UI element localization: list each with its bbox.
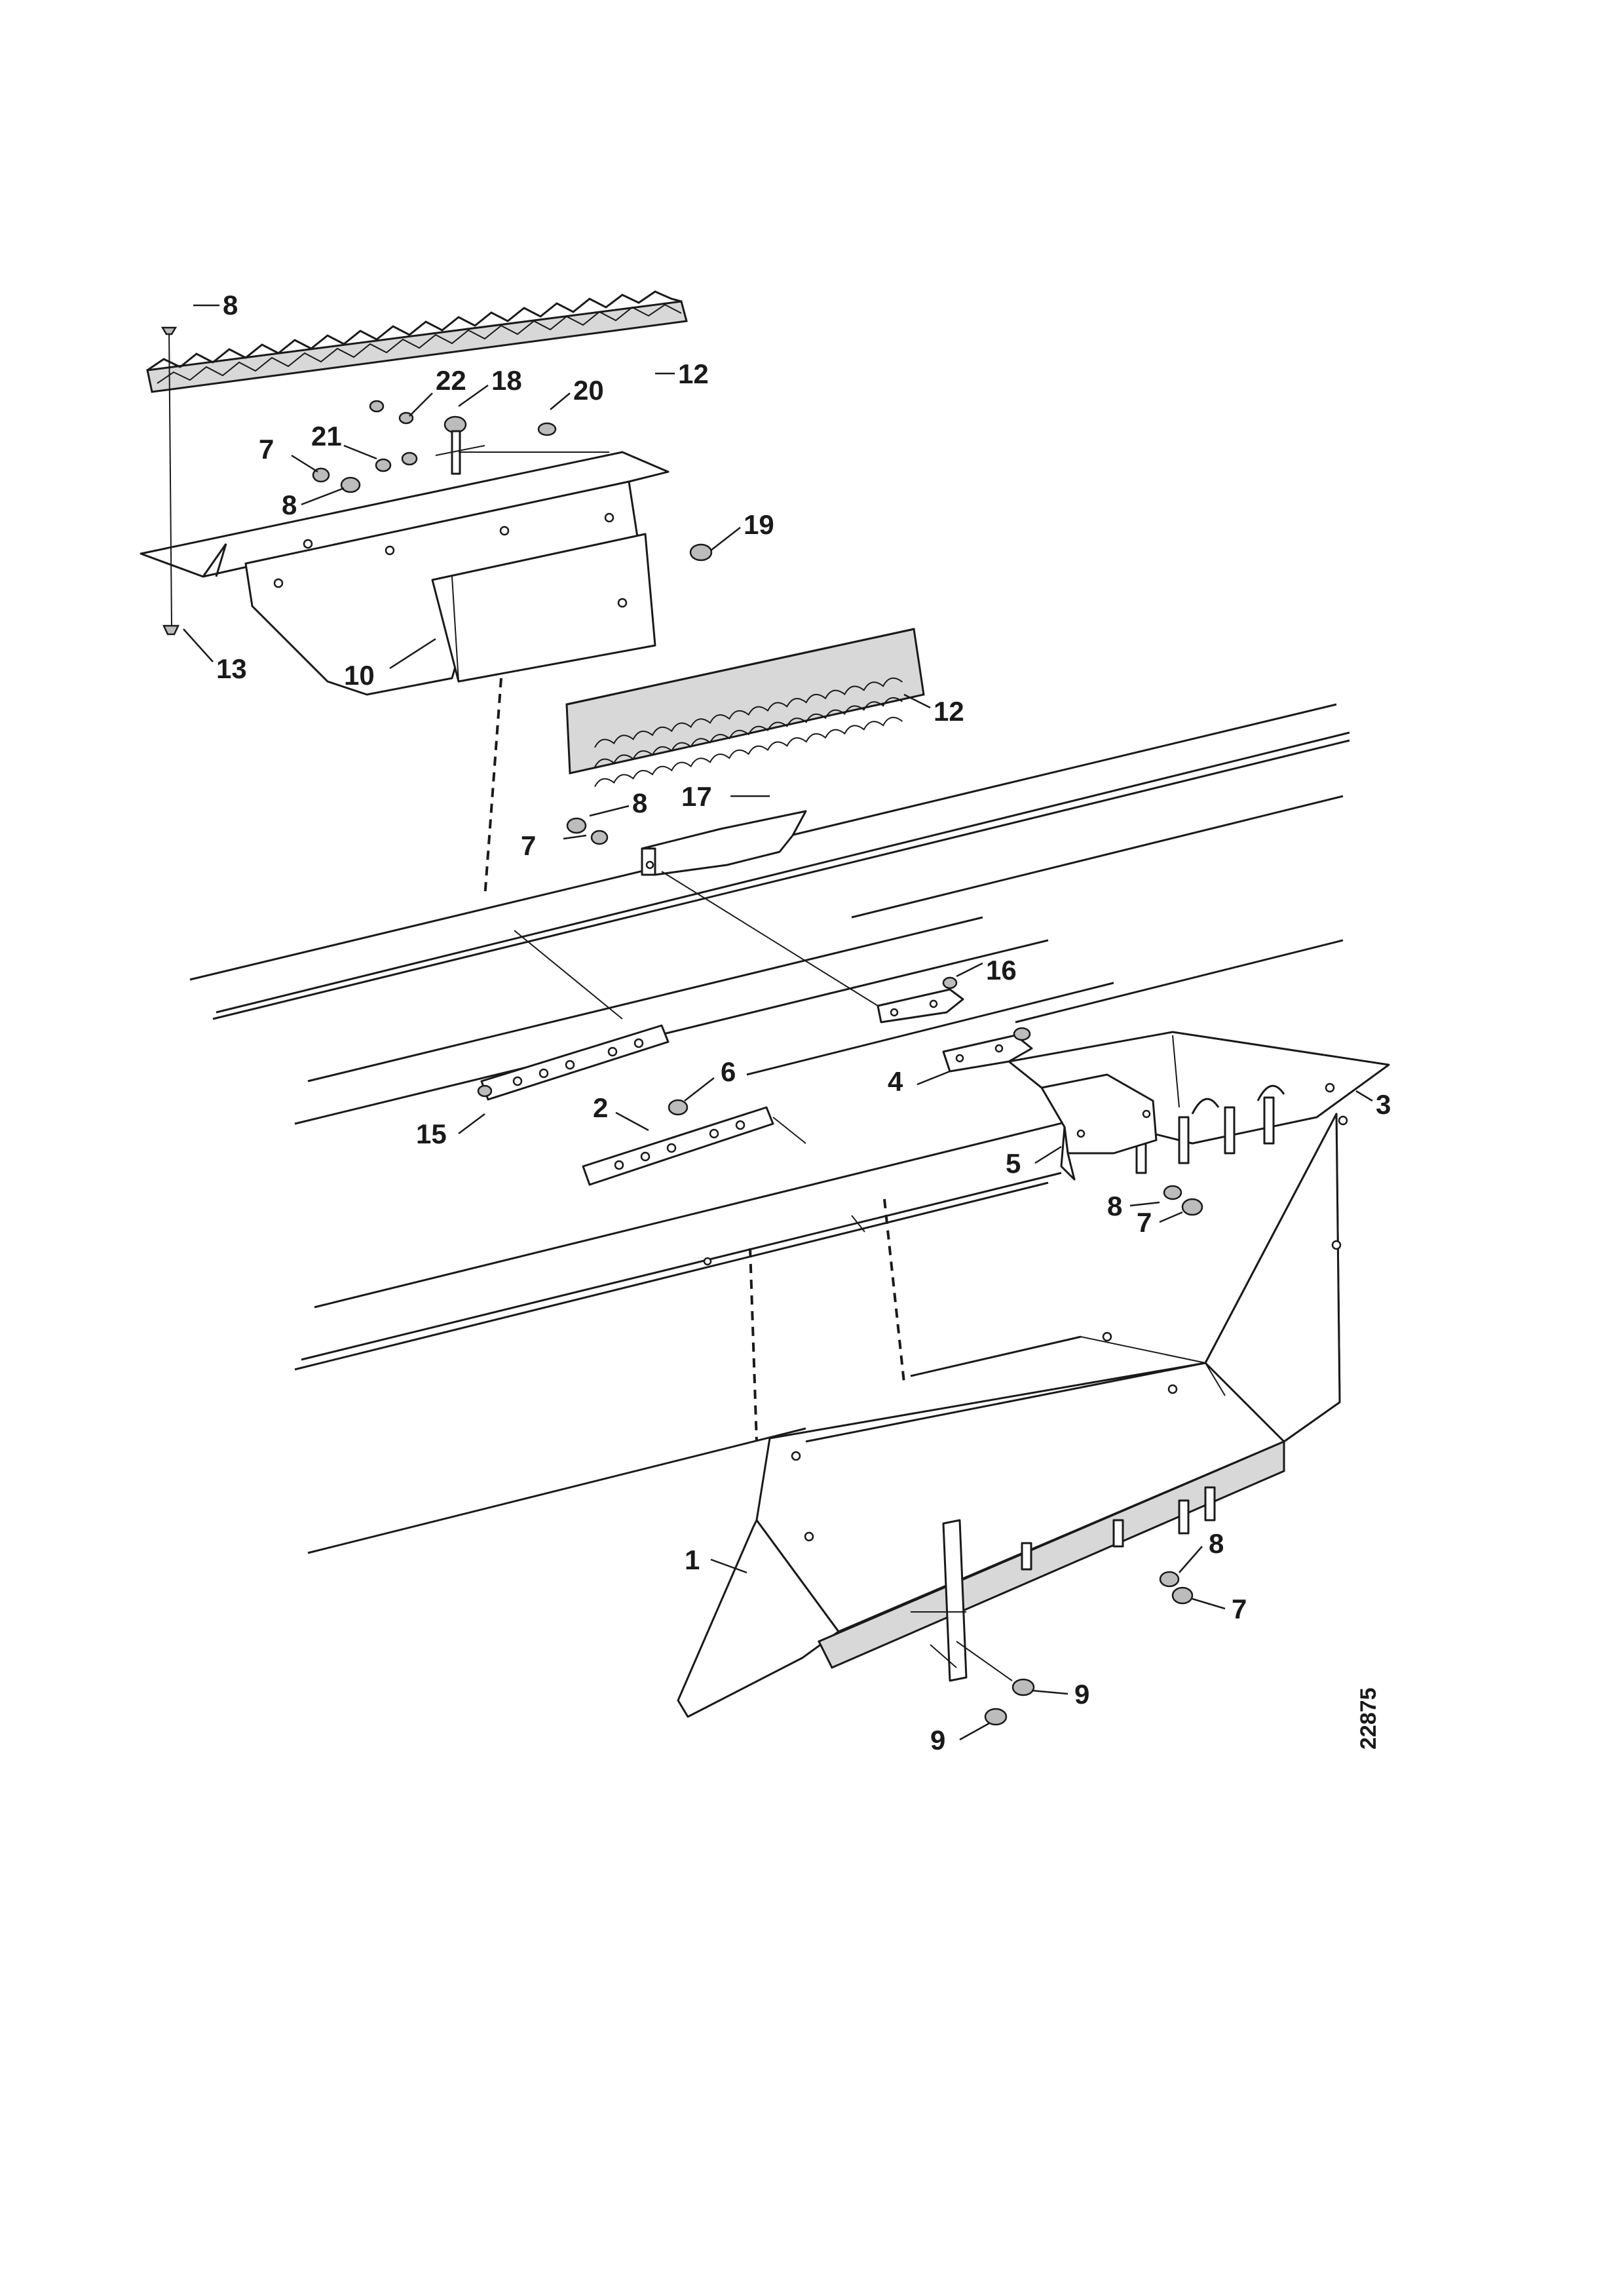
part-4-angle-bracket [942, 1027, 1033, 1073]
hardware-cluster-upper [312, 400, 713, 562]
callout-14: 8 [223, 290, 238, 320]
callout-19: 19 [744, 509, 774, 540]
callout-11: 12 [678, 358, 709, 389]
callout-10: 10 [344, 660, 375, 691]
callout-22: 22 [436, 365, 466, 396]
callout-7: 7 [259, 434, 274, 465]
callout-8: 8 [282, 489, 297, 520]
hardware-cluster-right [1159, 1185, 1203, 1605]
callout-18: 18 [491, 365, 522, 396]
frame-beam [189, 703, 1350, 1554]
bolts-9 [956, 1641, 1035, 1726]
callout-13: 13 [216, 653, 247, 684]
part-16-clip [661, 871, 964, 1024]
assembly-line-10 [483, 678, 502, 898]
callout-7: 7 [521, 830, 536, 861]
callout-labels: 8 12 22 18 20 21 7 8 19 13 10 12 8 17 7 … [216, 290, 1391, 1755]
assembly-line-15 [514, 930, 623, 1020]
part-15-strap-plate [477, 1024, 670, 1101]
part-1-divider-body [677, 1113, 1348, 1718]
callout-15: 15 [416, 1119, 447, 1149]
callout-8: 8 [632, 788, 647, 818]
callout-9: 9 [1074, 1679, 1089, 1710]
callout-17: 17 [681, 781, 712, 812]
callout-9: 9 [930, 1725, 945, 1755]
part-12-grating-panel [565, 628, 925, 788]
callout-7: 7 [1232, 1594, 1247, 1624]
part-5-side-bracket [1040, 1073, 1158, 1181]
callout-20: 20 [573, 375, 604, 406]
part-11-corrugated-strip [146, 290, 688, 393]
callout-3: 3 [1376, 1089, 1391, 1120]
callout-6: 6 [721, 1056, 736, 1087]
callout-12: 12 [934, 696, 964, 727]
callout-16: 16 [986, 955, 1017, 985]
callout-8: 8 [1107, 1191, 1122, 1221]
part-17-small-bracket [566, 810, 807, 876]
assembly-lines-lower [703, 1198, 905, 1442]
part-10-upper-bracket [140, 451, 670, 696]
callout-8: 8 [1209, 1528, 1224, 1559]
drawing-number: 22875 [1356, 1687, 1381, 1750]
callout-2: 2 [593, 1092, 608, 1123]
callout-5: 5 [1006, 1148, 1021, 1179]
callout-21: 21 [311, 421, 342, 451]
bolt-13-14 [161, 326, 179, 636]
callout-1: 1 [685, 1544, 700, 1575]
callout-4: 4 [888, 1066, 903, 1097]
callout-7: 7 [1137, 1207, 1152, 1238]
leader-lines [183, 304, 1373, 1741]
part-2-strap-plate [582, 1099, 806, 1186]
